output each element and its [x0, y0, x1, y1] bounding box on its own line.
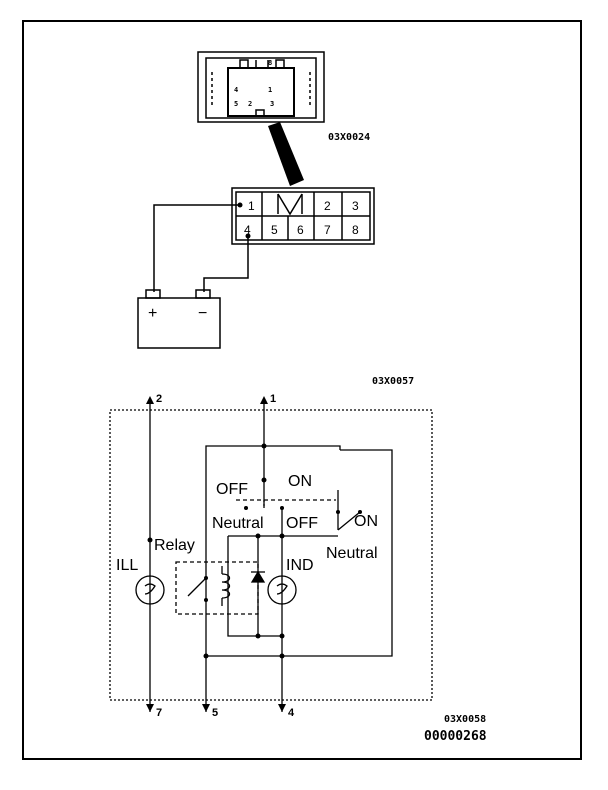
battery — [137, 289, 221, 349]
connector-cell-3: 3 — [352, 199, 359, 213]
connector-cell-8: 8 — [352, 223, 359, 237]
view-pointer — [268, 122, 304, 186]
top-pin-label: 5 — [234, 100, 238, 108]
battery-plus: + — [148, 305, 157, 322]
connector-cell-4: 4 — [244, 223, 251, 237]
label-on-right: ON — [354, 513, 378, 530]
terminal-4: 4 — [288, 707, 295, 719]
label-off-top: OFF — [216, 481, 248, 498]
top-pin-label: 3 — [270, 100, 274, 108]
schematic-code: 03X0058 — [444, 714, 486, 725]
top-view-code: 03X0024 — [328, 132, 370, 143]
terminal-7: 7 — [156, 707, 162, 719]
diagram-frame — [22, 20, 582, 760]
label-off-mid: OFF — [286, 515, 318, 532]
schematic — [109, 398, 433, 712]
test-code: 03X0057 — [372, 376, 414, 387]
connector-face — [231, 187, 375, 245]
top-pin-label: 4 — [234, 86, 238, 94]
battery-wires — [153, 204, 249, 292]
connector-cell-2: 2 — [324, 199, 331, 213]
connector-cell-7: 7 — [324, 223, 331, 237]
terminal-arrows — [146, 396, 286, 712]
top-pin-label: 1 — [268, 86, 272, 94]
label-ill: ILL — [116, 557, 138, 574]
label-neutral-right: Neutral — [326, 545, 378, 562]
battery-minus: − — [198, 305, 207, 322]
top-pin-label: 2 — [248, 100, 252, 108]
label-on-top: ON — [288, 473, 312, 490]
doc-number: 00000268 — [424, 729, 487, 744]
terminal-2: 2 — [156, 393, 162, 405]
pin-dot — [237, 202, 243, 208]
terminal-5: 5 — [212, 707, 218, 719]
label-ind: IND — [286, 557, 314, 574]
label-neutral-left: Neutral — [212, 515, 264, 532]
terminal-1: 1 — [270, 393, 276, 405]
connector-cell-5: 5 — [271, 223, 278, 237]
junction-dots — [147, 443, 362, 659]
switch-top-view — [197, 51, 325, 123]
pin-dot — [245, 233, 251, 239]
top-pin-label: 8 — [268, 59, 272, 67]
connector-cell-6: 6 — [297, 223, 304, 237]
label-relay: Relay — [154, 537, 195, 554]
connector-cell-1: 1 — [248, 199, 255, 213]
